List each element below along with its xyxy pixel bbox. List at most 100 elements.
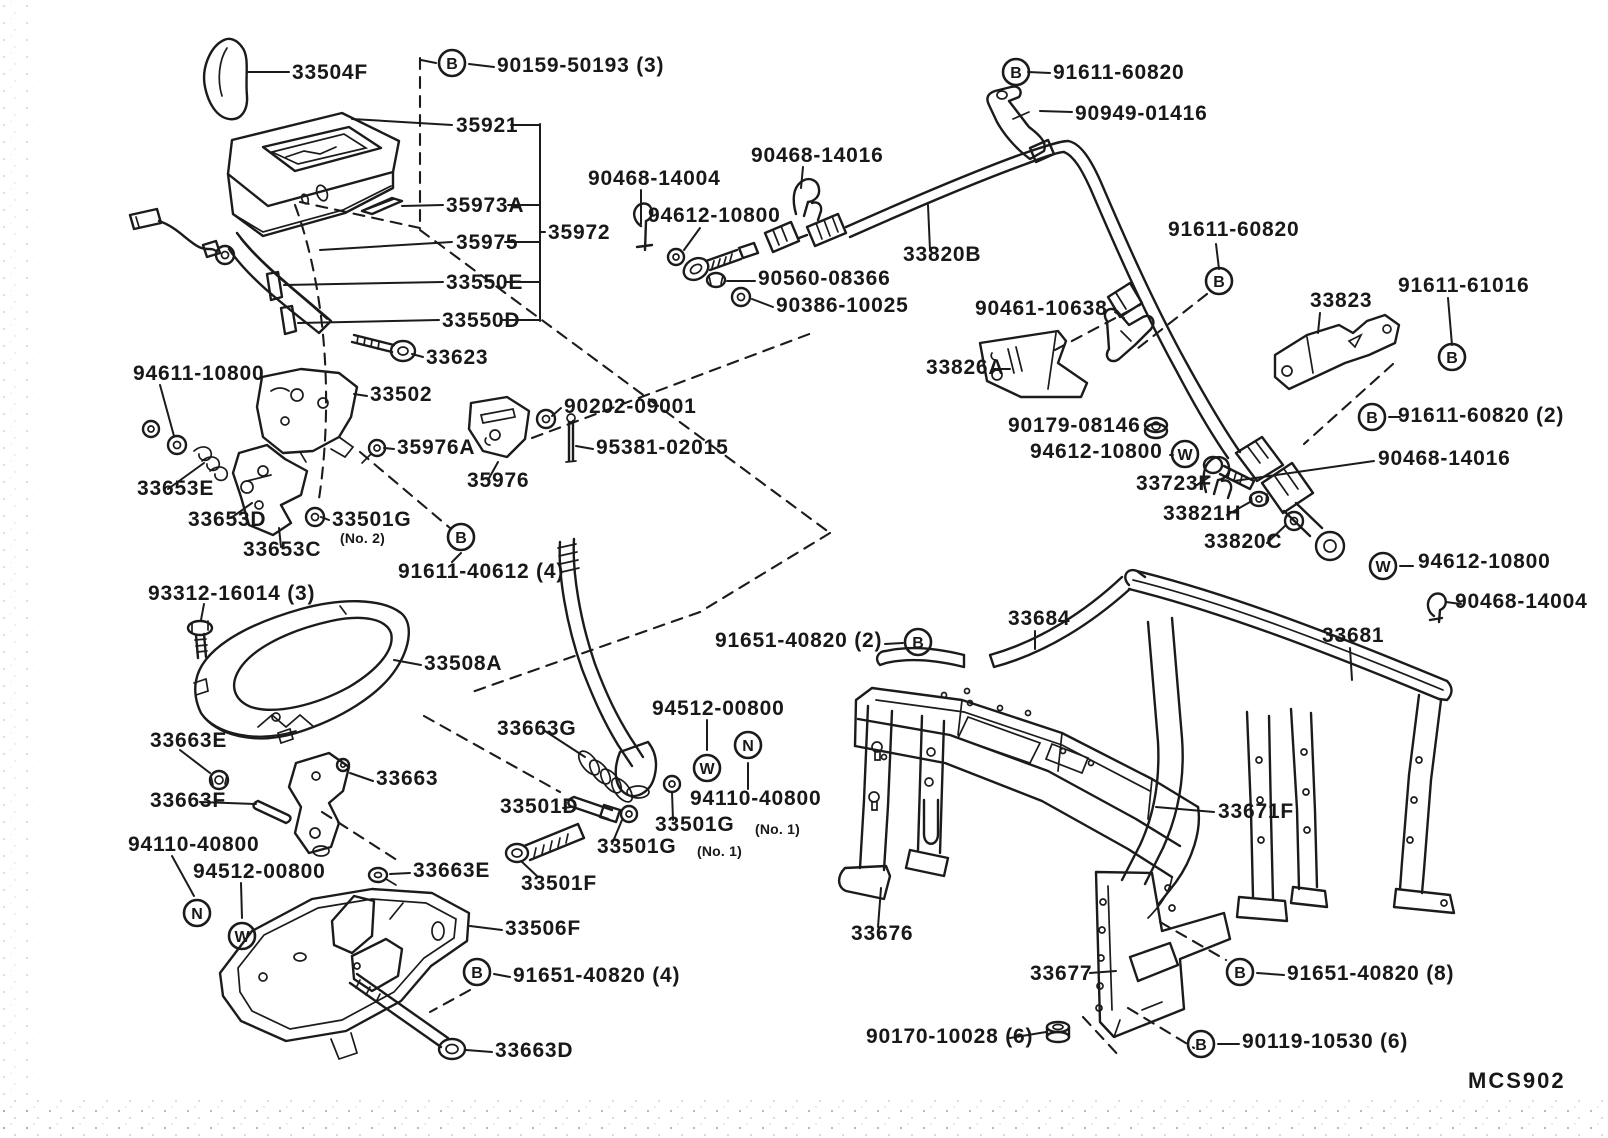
part-strap-33684 — [875, 575, 1132, 669]
part-label-33501g-no2: 33501G — [332, 508, 412, 531]
part-label-94512-00800-l: 94512-00800 — [193, 860, 326, 883]
part-label-33501g-no1-b: 33501G — [597, 835, 677, 858]
part-nut-33663e-upper — [208, 769, 230, 791]
leader-lines — [159, 59, 1462, 1053]
figure-code: MCS902 — [1468, 1068, 1566, 1093]
part-support-frame-33681 — [1120, 568, 1456, 923]
marker-letter: B — [1010, 65, 1022, 82]
part-label-90560-08366: 90560-08366 — [758, 267, 891, 290]
part-label-94612-10800-r: 94612-10800 — [1418, 550, 1551, 573]
part-label-33676: 33676 — [851, 922, 913, 945]
marker-letter: B — [446, 56, 458, 73]
marker-letter: B — [471, 965, 483, 982]
part-nut-90179 — [1143, 416, 1169, 440]
part-label-33504f: 33504F — [292, 61, 368, 84]
part-lower-trim-35975 — [227, 231, 333, 335]
part-label-94612-10800-t: 94612-10800 — [648, 204, 781, 227]
part-label-94512-00800-c: 94512-00800 — [652, 697, 785, 720]
part-pin-95381 — [565, 413, 577, 463]
part-washer-94612-top — [666, 247, 686, 267]
part-label-90386-10025: 90386-10025 — [776, 294, 909, 317]
part-label-90179-08146: 90179-08146 — [1008, 414, 1141, 437]
marker-letter: W — [234, 929, 250, 946]
part-console-housing-35972 — [226, 111, 401, 238]
part-bracket-33823 — [1273, 313, 1401, 391]
marker-letter: B — [455, 530, 467, 547]
part-label-33653e: 33653E — [137, 477, 214, 500]
fastener-marker-b-10: B — [1225, 957, 1255, 987]
part-label-33501d: 33501D — [500, 795, 578, 818]
part-bracket-33502 — [255, 367, 359, 463]
part-spring-33653e — [193, 446, 229, 482]
part-label-33663: 33663 — [376, 767, 438, 790]
part-washer-33501g-no1-a — [662, 774, 682, 794]
part-clip-90461 — [1103, 307, 1155, 363]
part-end-legs-33676 — [837, 704, 950, 901]
fastener-marker-n-1: N — [733, 730, 763, 760]
part-spring-33663g — [577, 750, 634, 803]
part-label-93312-16014: 93312-16014 (3) — [148, 582, 315, 605]
part-pin-33550d — [279, 304, 298, 336]
fastener-marker-b-9: B — [1186, 1029, 1216, 1059]
part-label-95381-02015: 95381-02015 — [596, 436, 729, 459]
fastener-marker-b-5: B — [1204, 266, 1234, 296]
part-label-33663e-upper: 33663E — [150, 729, 227, 752]
part-label-91611-61016: 91611-61016 — [1398, 274, 1529, 297]
part-washer-33501g-no1-b — [619, 804, 639, 824]
part-label-33653d: 33653D — [188, 508, 266, 531]
marker-letter: W — [1177, 447, 1193, 464]
scan-noise-bottom — [0, 1100, 1608, 1138]
marker-letter: N — [191, 906, 203, 923]
part-label-35973a: 35973A — [446, 194, 524, 217]
part-label-33663f: 33663F — [150, 789, 226, 812]
part-label-90119-10530: 90119-10530 (6) — [1242, 1030, 1408, 1053]
part-label-91651-40820-2: 91651-40820 (2) — [715, 629, 882, 652]
part-pin-33663f — [252, 799, 292, 825]
part-label-90159-50193: 90159-50193 (3) — [497, 54, 664, 77]
part-dust-cover-33508a — [193, 599, 410, 745]
part-label-33671f: 33671F — [1218, 800, 1294, 823]
part-label-91611-60820-2: 91611-60820 (2) — [1398, 404, 1564, 427]
part-label-94110-40800-l: 94110-40800 — [128, 833, 259, 856]
part-nut-90560 — [705, 271, 727, 289]
fastener-marker-b-4: B — [1001, 57, 1031, 87]
fastener-marker-b-6: B — [1437, 342, 1467, 372]
part-label-33508a: 33508A — [424, 652, 502, 675]
fastener-marker-b-2: B — [446, 522, 476, 552]
part-label-90468-14004-r: 90468-14004 — [1455, 590, 1588, 613]
part-bracket-33826a — [978, 329, 1089, 399]
part-label-no1-suffix-a: (No. 1) — [755, 821, 800, 837]
part-bracket-33677 — [1094, 870, 1232, 1039]
part-label-91611-60820-mid: 91611-60820 — [1168, 218, 1299, 241]
part-bolt-33663d — [348, 972, 467, 1061]
part-label-94612-10800-m: 94612-10800 — [1030, 440, 1163, 463]
part-bolt-33663e-lower — [367, 866, 397, 886]
part-label-90468-14004-t: 90468-14004 — [588, 167, 721, 190]
part-label-91651-40820-4: 91651-40820 (4) — [513, 964, 680, 987]
fastener-marker-b-3: B — [462, 957, 492, 987]
marker-letter: B — [1234, 965, 1246, 982]
part-label-33684: 33684 — [1008, 607, 1070, 630]
part-label-33506f: 33506F — [505, 917, 581, 940]
part-control-cable-33820b — [682, 138, 1242, 460]
part-label-91651-40820-8: 91651-40820 (8) — [1287, 962, 1454, 985]
marker-letter: B — [1366, 410, 1378, 427]
part-label-33820b: 33820B — [903, 243, 981, 266]
part-label-90468-14016-t: 90468-14016 — [751, 144, 884, 167]
fastener-marker-w-4: W — [1368, 551, 1398, 581]
part-label-33501f: 33501F — [521, 872, 597, 895]
part-label-33663g: 33663G — [497, 717, 577, 740]
fastener-marker-b-7: B — [1357, 402, 1387, 432]
part-clip-90468-14016-top — [792, 178, 823, 222]
part-label-90949-01416: 90949-01416 — [1075, 102, 1208, 125]
fastener-marker-w-3: W — [1170, 439, 1200, 469]
part-label-33550d: 33550D — [442, 309, 520, 332]
part-shift-lever-33503f — [557, 537, 658, 799]
fastener-marker-b-1: B — [437, 48, 467, 78]
part-label-33663e-lower: 33663E — [413, 859, 490, 882]
part-label-no1-suffix-b: (No. 1) — [697, 843, 742, 859]
part-label-33823: 33823 — [1310, 289, 1372, 312]
part-label-33821h: 33821H — [1163, 502, 1241, 525]
marker-letter: B — [1446, 350, 1458, 367]
